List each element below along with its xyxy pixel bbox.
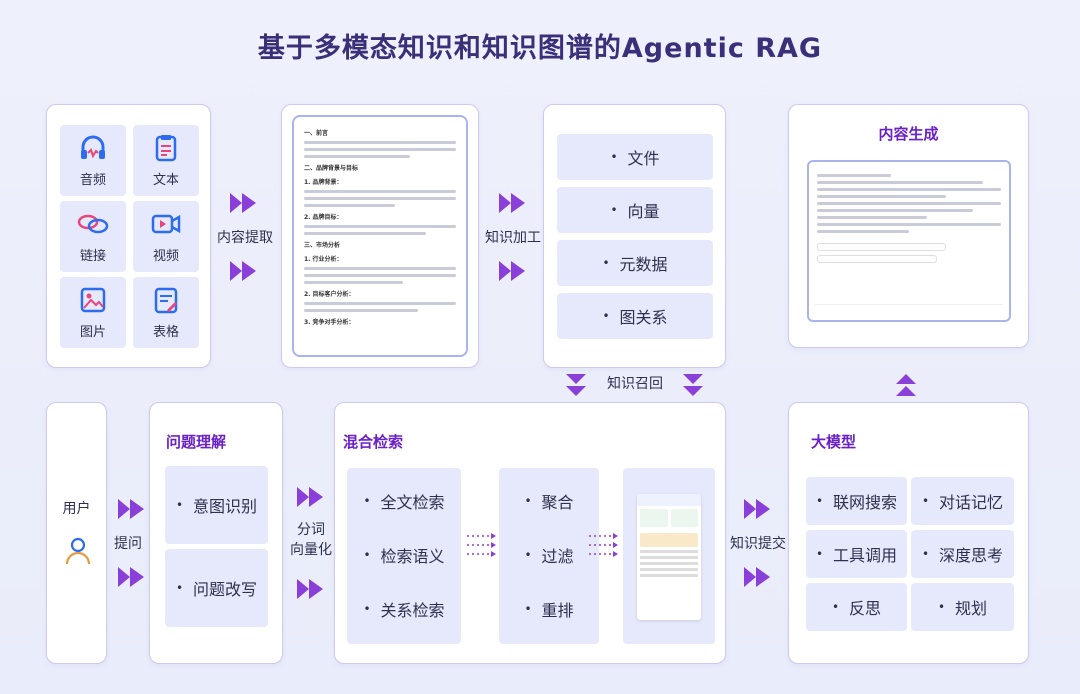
media-label: 链接 xyxy=(79,249,106,264)
doc-heading: 3. 竞争对手分析： xyxy=(304,319,355,326)
document-preview: 一、前言 二、品牌背景与目标 1. 品牌背景： 2. 品牌目标： 三、市场分析 … xyxy=(292,115,468,357)
arrow-up-icon xyxy=(896,374,916,396)
arrow-right-icon xyxy=(297,487,323,507)
arrow-right-icon xyxy=(118,567,144,587)
doc-heading: 一、前言 xyxy=(304,130,329,137)
retrieval-title: 混合检索 xyxy=(343,433,404,451)
dotted-arrow-icon xyxy=(589,533,618,557)
arrow-down-icon xyxy=(566,374,586,396)
step-tokenize-label: 分词 向量化 xyxy=(290,522,332,558)
table-icon xyxy=(154,287,178,314)
chat-preview xyxy=(807,160,1011,322)
media-label: 音频 xyxy=(79,173,106,188)
arrow-right-icon xyxy=(744,567,770,587)
media-label: 文本 xyxy=(152,173,179,188)
doc-heading: 1. 品牌背景： xyxy=(304,179,343,186)
media-tile-image: 图片 xyxy=(60,277,126,348)
llm-item: •深度思考 xyxy=(911,530,1014,578)
document-card: 一、前言 二、品牌背景与目标 1. 品牌背景： 2. 品牌目标： 三、市场分析 … xyxy=(281,104,479,368)
retrieval-card: 混合检索 •全文检索 •检索语义 •关系检索 •聚合 •过滤 •重排 xyxy=(334,402,726,664)
step-recall-label: 知识召回 xyxy=(607,376,663,392)
doc-heading: 三、市场分析 xyxy=(304,242,341,249)
doc-heading: 二、品牌背景与目标 xyxy=(304,165,359,172)
understanding-item: •问题改写 xyxy=(165,549,268,627)
arrow-right-icon xyxy=(118,499,144,519)
step-extract-label: 内容提取 xyxy=(217,230,273,246)
generation-title: 内容生成 xyxy=(878,125,939,143)
media-tile-link: 链接 xyxy=(60,201,126,272)
knowledge-item: •元数据 xyxy=(557,240,713,286)
llm-item: •规划 xyxy=(911,583,1014,631)
media-tile-text: 文本 xyxy=(133,125,199,196)
search-item: •关系检索 xyxy=(363,601,445,620)
media-sources-card: 音频 文本 链接 视频 图片 表格 xyxy=(46,104,211,368)
arrow-down-icon xyxy=(683,374,703,396)
post-item: •重排 xyxy=(524,601,574,620)
llm-title: 大模型 xyxy=(811,433,857,451)
page-title: 基于多模态知识和知识图谱的Agentic RAG xyxy=(257,33,823,64)
arrow-right-icon xyxy=(297,579,323,599)
document-icon xyxy=(155,135,177,162)
arrow-right-icon xyxy=(499,261,525,281)
arrow-right-icon xyxy=(499,193,525,213)
media-tile-audio: 音频 xyxy=(60,125,126,196)
user-card: 用户 xyxy=(46,402,107,664)
user-label: 用户 xyxy=(62,501,91,517)
result-preview xyxy=(623,468,715,644)
knowledge-card: •文件 •向量 •元数据 •图关系 xyxy=(543,104,726,368)
image-icon xyxy=(80,287,106,313)
doc-heading: 2. 品牌目标： xyxy=(304,214,343,221)
step-submit-label: 知识提交 xyxy=(730,536,786,552)
dotted-arrow-icon xyxy=(467,533,496,557)
search-group xyxy=(347,468,461,644)
llm-card: 大模型 •联网搜索 •对话记忆 •工具调用 •深度思考 •反思 •规划 xyxy=(788,402,1029,664)
doc-heading: 1. 行业分析： xyxy=(304,256,343,263)
understanding-item: •意图识别 xyxy=(165,466,268,544)
video-icon xyxy=(151,214,181,234)
post-item: •过滤 xyxy=(524,547,574,566)
user-icon xyxy=(65,537,91,565)
step-process-label: 知识加工 xyxy=(485,230,541,246)
step-ask-label: 提问 xyxy=(114,536,142,552)
llm-item: •工具调用 xyxy=(806,530,907,578)
understanding-title: 问题理解 xyxy=(166,433,227,451)
headphones-icon xyxy=(81,135,105,159)
post-process-group xyxy=(499,468,599,644)
search-item: •检索语义 xyxy=(363,547,445,566)
link-icon xyxy=(77,214,109,234)
doc-heading: 2. 目标客户分析： xyxy=(304,291,355,298)
media-label: 视频 xyxy=(152,249,179,264)
arrow-right-icon xyxy=(230,261,256,281)
knowledge-item: •文件 xyxy=(557,134,713,180)
arrow-right-icon xyxy=(744,499,770,519)
post-item: •聚合 xyxy=(524,493,574,512)
media-tile-video: 视频 xyxy=(133,201,199,272)
llm-item: •对话记忆 xyxy=(911,477,1014,525)
llm-item: •联网搜索 xyxy=(806,477,907,525)
media-label: 表格 xyxy=(152,325,179,340)
knowledge-item: •向量 xyxy=(557,187,713,233)
search-item: •全文检索 xyxy=(363,493,445,512)
llm-item: •反思 xyxy=(806,583,907,631)
knowledge-item: •图关系 xyxy=(557,293,713,339)
media-tile-table: 表格 xyxy=(133,277,199,348)
arrow-right-icon xyxy=(230,193,256,213)
understanding-card: 问题理解 •意图识别 •问题改写 xyxy=(149,402,283,664)
media-label: 图片 xyxy=(79,325,106,340)
generation-card: 内容生成 xyxy=(788,104,1029,348)
